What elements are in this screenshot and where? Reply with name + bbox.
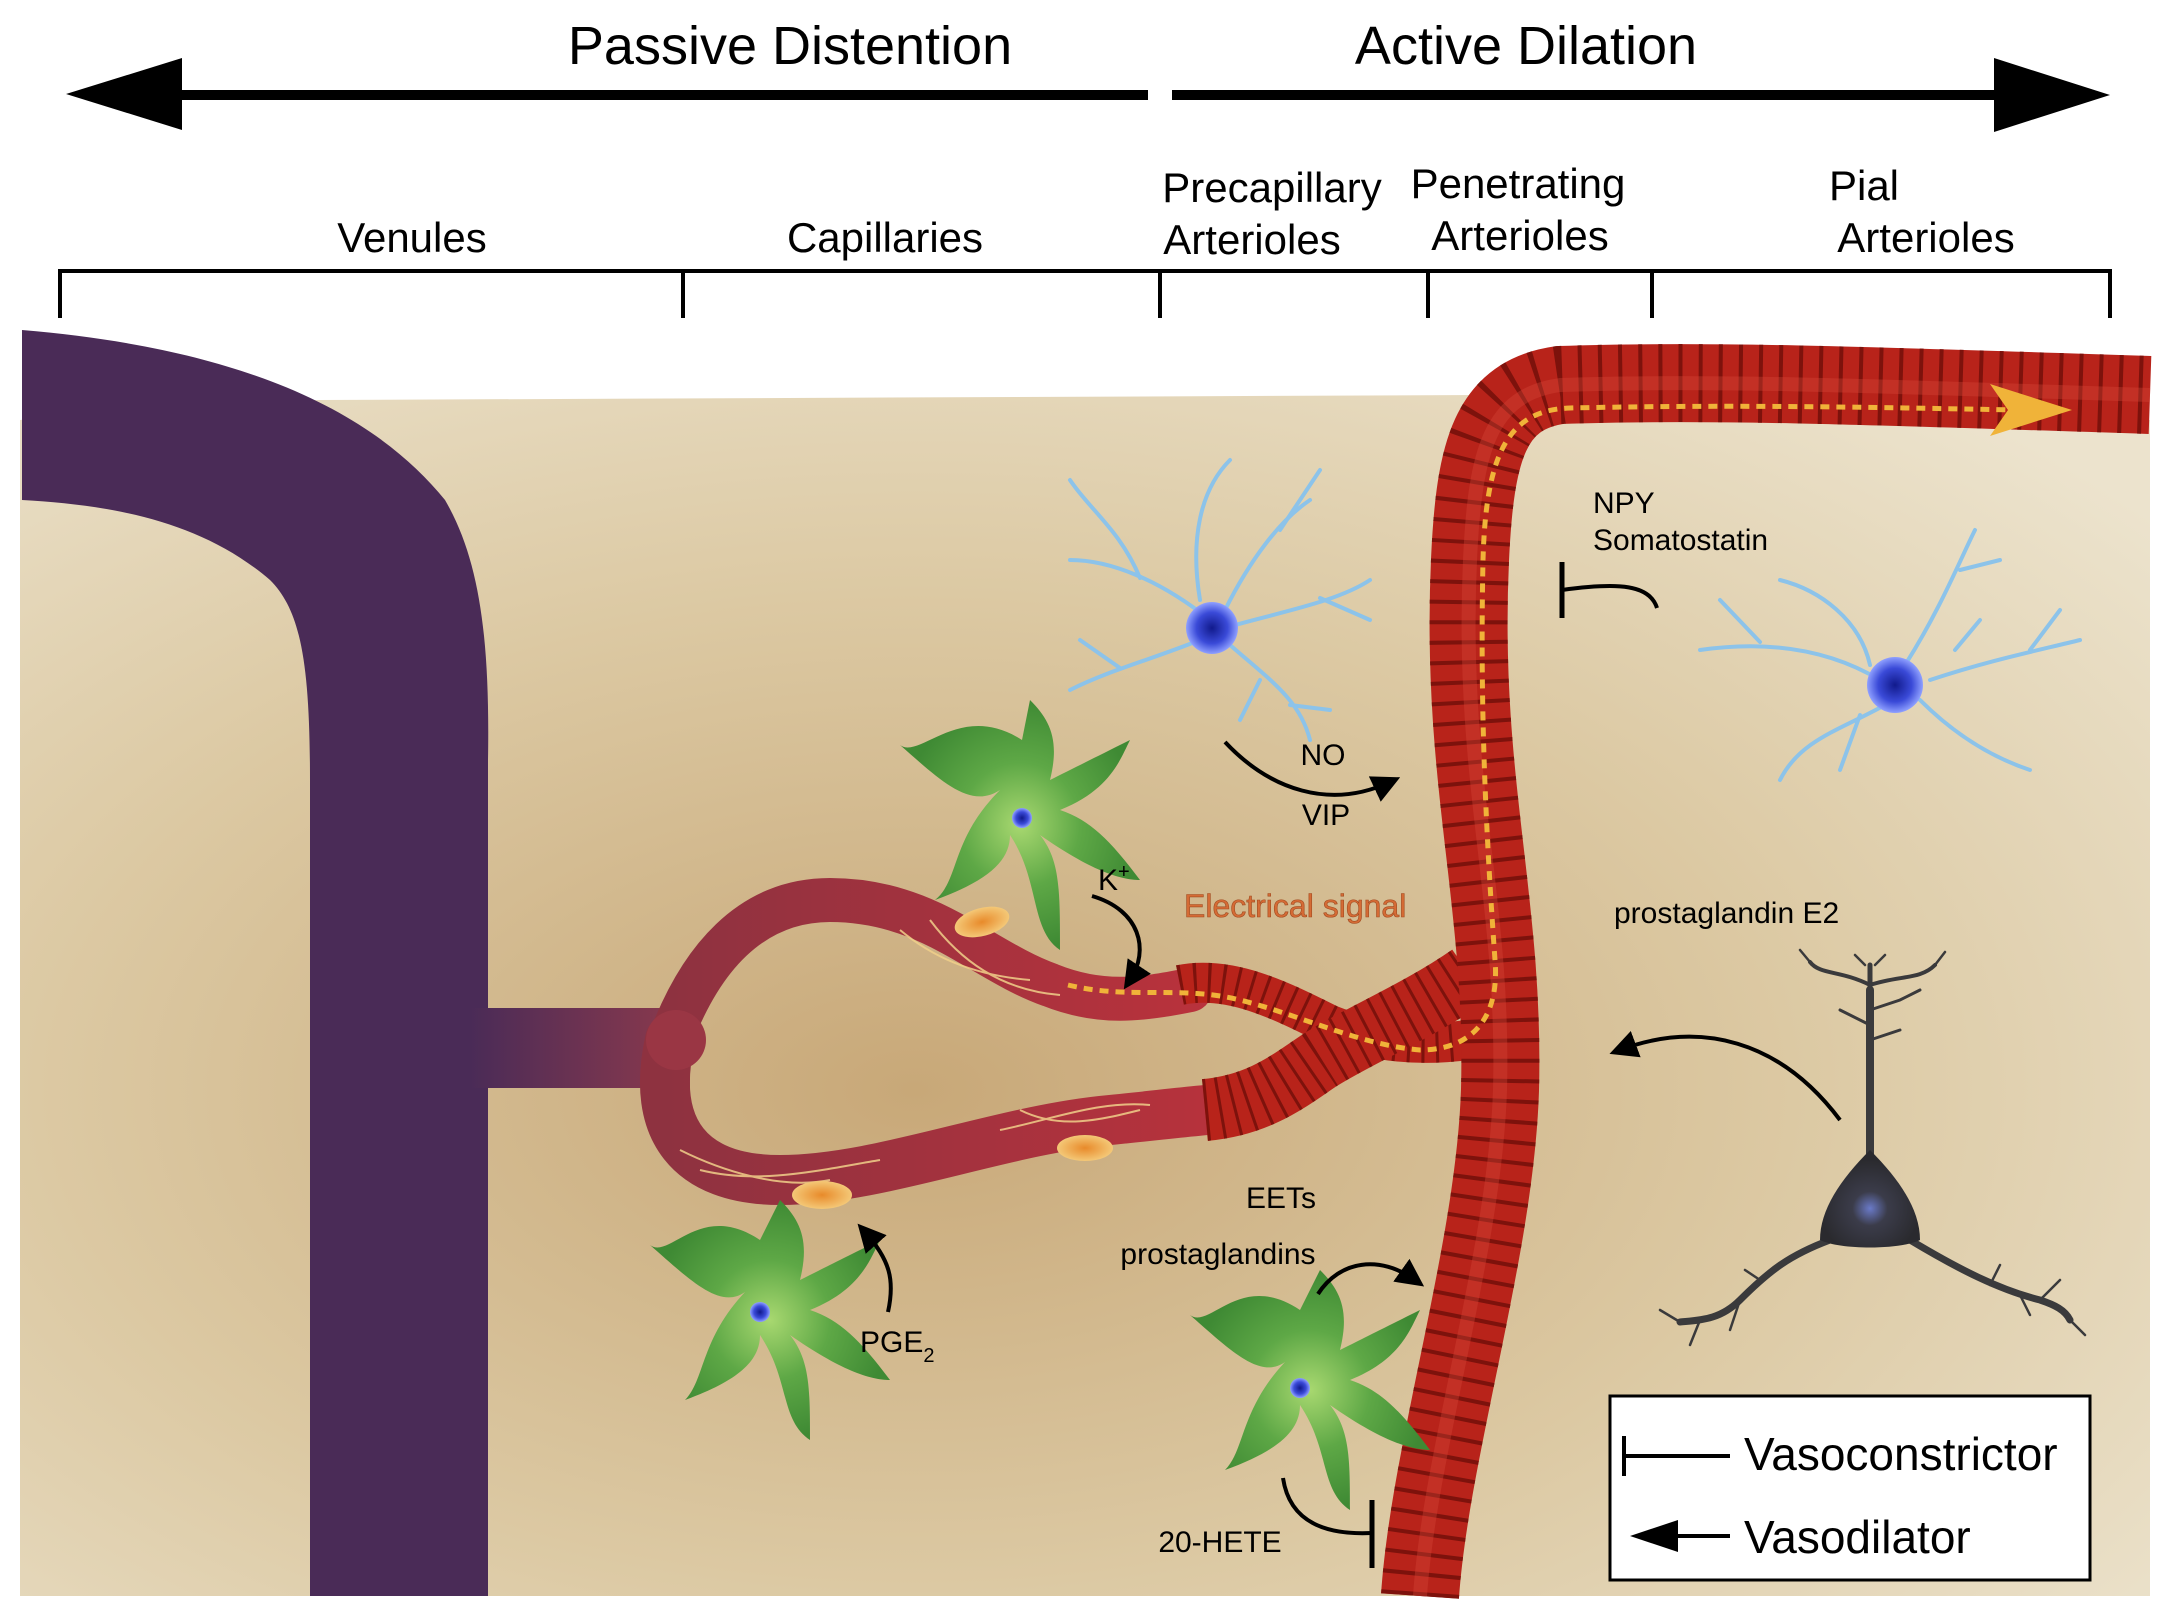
active-dilation-arrow [1172,58,2110,132]
segment-venules-label: Venules [337,214,486,261]
interneuron-right-nucleus [1867,657,1923,713]
astrocyte-lower-right [1190,1270,1430,1510]
somatostatin-label: Somatostatin [1593,524,1768,557]
interneuron-right [1698,528,2082,782]
prostaglandin-e2-label: prostaglandin E2 [1614,897,1839,930]
venule [22,330,489,1596]
capillary-loop [640,877,1255,1209]
k-arrow [1091,894,1151,990]
artery-vessels [1176,344,2152,1599]
segment-precapillary-label-2: Arterioles [1163,216,1340,263]
segment-pial-label-2: Arterioles [1837,214,2014,261]
segment-penetrating-label-1: Penetrating [1411,160,1626,207]
legend-box [1608,1394,2092,1582]
interneuron-upper-nucleus [1186,602,1238,654]
active-dilation-label: Active Dilation [1355,16,1697,76]
pge2-label: PGE2 [860,1326,934,1367]
electrical-signal-path [1067,403,2021,1053]
electrical-signal-arrowhead [1990,384,2072,436]
electrical-signal-label: Electrical signal [1184,888,1406,924]
legend-vasoconstrictor: Vasoconstrictor [1744,1428,2058,1480]
eets-arrow [1316,1258,1425,1296]
prostaglandin-e2-arrow [1609,1030,1842,1122]
passive-distention-label: Passive Distention [568,16,1012,76]
passive-distention-arrow [66,58,1148,130]
segment-penetrating-label-2: Arterioles [1431,212,1608,259]
segment-bracket [58,269,2112,318]
segment-precapillary-label-1: Precapillary [1162,164,1381,211]
astrocyte-upper [900,700,1140,950]
signal-arrows [857,562,1842,1568]
k-label: K+ [1098,861,1130,897]
legend-vasodilator: Vasodilator [1744,1511,1971,1563]
hete-inhibit [1281,1477,1373,1536]
eets-label: EETs [1246,1182,1316,1215]
segment-capillaries-label: Capillaries [787,214,983,261]
npy-inhibit [1561,584,1659,609]
astrocyte-lower-left [650,1200,890,1440]
pyramidal-neuron [1658,948,2087,1347]
npy-label: NPY [1593,487,1655,520]
pge2-arrow [857,1223,893,1313]
no-label: NO [1301,739,1346,772]
prostaglandins-label: prostaglandins [1120,1238,1315,1271]
no-vip-arrow [1223,740,1401,802]
vip-label: VIP [1302,799,1350,832]
interneuron-upper [1068,458,1372,742]
pyramidal-soma [1820,1150,1920,1248]
venule-connector [470,1008,690,1088]
segment-pial-label-1: Pial [1829,162,1899,209]
hete-label: 20-HETE [1158,1526,1281,1559]
